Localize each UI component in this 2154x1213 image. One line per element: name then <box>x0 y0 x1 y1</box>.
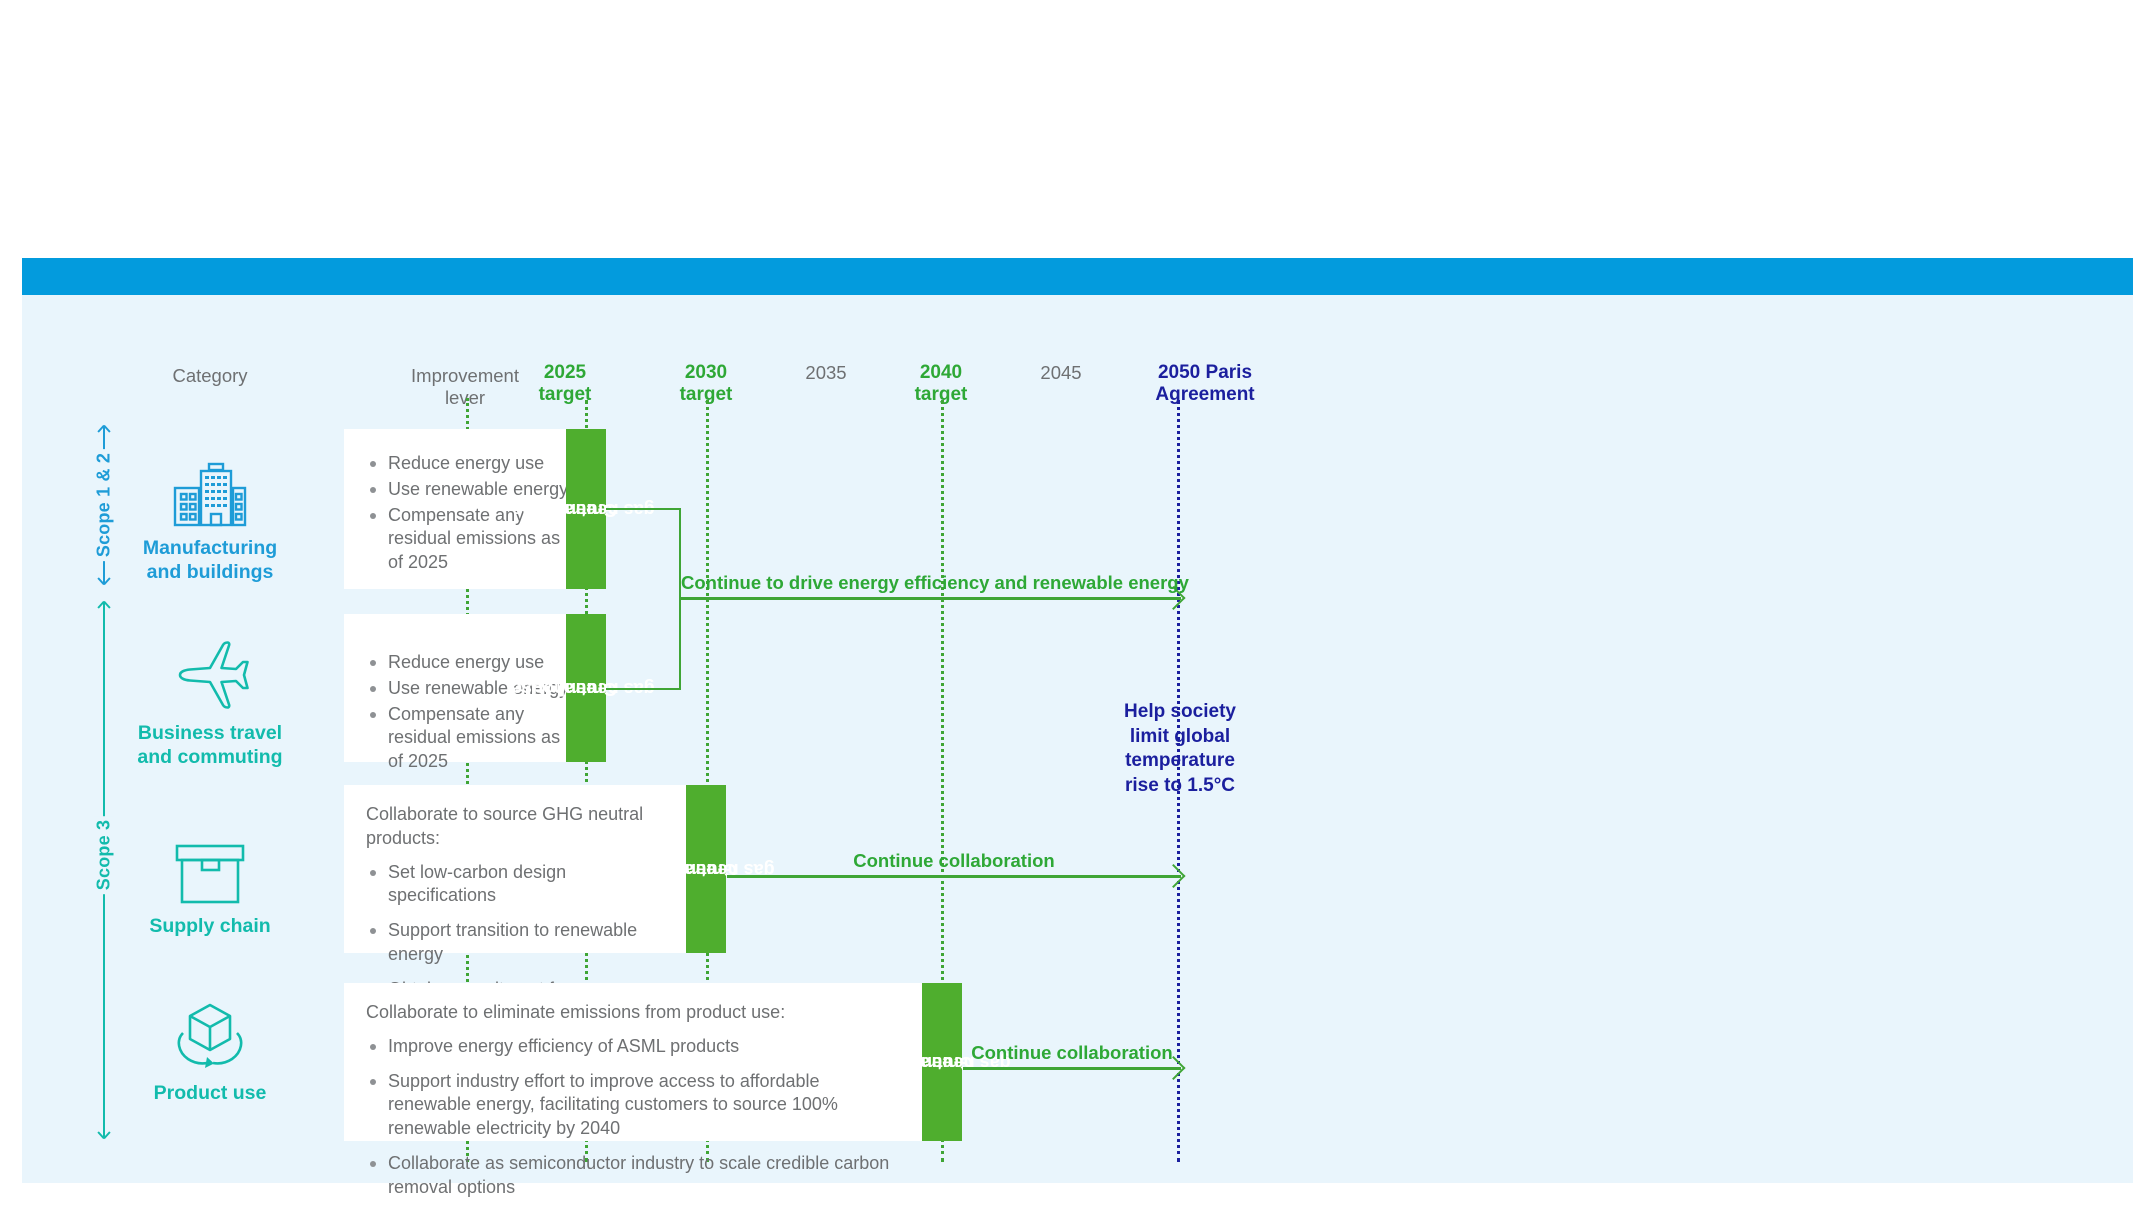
arrow-continue-collaboration-product-use <box>963 1067 1181 1070</box>
header-2040-year: 2040 <box>919 362 963 383</box>
header-year-2035: 2035 <box>805 362 847 383</box>
header-2040-sub: target <box>914 384 968 406</box>
header-milestone-2040: 2040 target <box>886 362 996 407</box>
category-product-use: Product use <box>105 985 315 1106</box>
box-icon <box>105 818 315 906</box>
header-milestone-2030: 2030 target <box>651 362 761 407</box>
bullet-item: Collaborate as semiconductor industry to… <box>366 1152 900 1200</box>
improvement-card-business-travel: Reduce energy use Use renewable energy C… <box>344 614 586 771</box>
header-2050-year: 2050 Paris <box>1157 362 1253 383</box>
cat1-line2: and commuting <box>137 745 283 768</box>
cat1-line1: Business travel <box>137 722 283 744</box>
header-improvement-lever-line1: Improvement <box>411 365 519 386</box>
header-2025-year: 2025 <box>543 362 587 383</box>
bullet-item: Support transition to renewable energy <box>366 919 660 967</box>
bullet-item: Compensate any residual emissions as of … <box>366 703 572 774</box>
category-supply-chain: Supply chain <box>105 818 315 939</box>
scope-arrow-up-icon <box>96 424 113 441</box>
category-label-supply-chain: Supply chain <box>105 915 315 939</box>
arrow-continue-collaboration-supply-chain <box>727 875 1181 878</box>
bullet-item: Support industry effort to improve acces… <box>366 1070 900 1141</box>
milestone-bar-product-use-2040: Greenhouse gas neutral <box>869 983 1011 1141</box>
bullet-list-product-use: Improve energy efficiency of ASML produc… <box>366 1035 900 1200</box>
airplane-icon <box>105 625 315 713</box>
guide-line-2040 <box>941 400 944 1162</box>
scope-rail-scope-1-2: Scope 1 & 2 <box>92 424 116 586</box>
header-2025-sub: target <box>538 384 592 406</box>
category-manufacturing-and-buildings: Manufacturing and buildings <box>105 440 315 585</box>
cat3-line1: Product use <box>153 1082 267 1104</box>
scope-rail-scope-3: Scope 3 <box>92 600 116 1140</box>
bullet-item: Reduce energy use <box>366 651 572 675</box>
cat2-line1: Supply chain <box>149 915 271 937</box>
improvement-card-manufacturing: Reduce energy use Use renewable energy C… <box>344 429 586 589</box>
arrow-label-continue-collaboration-supply-chain: Continue collaboration <box>853 850 1055 871</box>
category-label-business-travel: Business travel and commuting <box>105 722 315 770</box>
bullet-item: Improve energy efficiency of ASML produc… <box>366 1035 900 1059</box>
goal-line-3: temperature <box>1125 750 1235 772</box>
card-intro-product-use: Collaborate to eliminate emissions from … <box>366 1002 786 1022</box>
guide-line-2030 <box>706 400 709 1162</box>
header-2050-sub: Agreement <box>1155 384 1255 406</box>
bullet-item: Reduce energy use <box>366 452 572 476</box>
card-intro-supply-chain: Collaborate to source GHG neutral produc… <box>366 804 644 848</box>
bullet-list-manufacturing: Reduce energy use Use renewable energy C… <box>366 452 572 575</box>
goal-line-4: rise to 1.5°C <box>1124 775 1236 797</box>
arrow-label-continue-energy-efficiency: Continue to drive energy efficiency and … <box>681 572 1189 593</box>
header-milestone-2050: 2050 Paris Agreement <box>1115 362 1295 407</box>
category-label-manufacturing: Manufacturing and buildings <box>105 537 315 585</box>
bullet-item: Compensate any residual emissions as of … <box>366 504 572 575</box>
guide-line-2025 <box>585 400 588 1162</box>
arrow-continue-energy-efficiency <box>681 597 1181 600</box>
milestone-bar-business-travel-2025: Greenhouse gas neutral <box>513 614 655 762</box>
scope-arrow-down-icon <box>96 569 113 586</box>
milestone-bar-supply-chain-2030: Greenhouse gas neutral <box>633 785 775 953</box>
goal-line-2: limit global <box>1129 725 1231 747</box>
arrow-label-continue-collaboration-product-use: Continue collaboration <box>971 1042 1173 1063</box>
header-year-2045: 2045 <box>1040 362 1082 383</box>
scope3-arrow-up-icon <box>96 600 113 617</box>
goal-line-1: Help society <box>1124 701 1236 722</box>
header-2030-sub: target <box>679 384 733 406</box>
header-milestone-2025: 2025 target <box>510 362 620 407</box>
header-category: Category <box>172 365 248 386</box>
guide-line-improvement-lever <box>466 398 469 1162</box>
goal-statement: Help society limit global temperature ri… <box>1095 700 1265 799</box>
improvement-card-product-use: Collaborate to eliminate emissions from … <box>344 983 962 1197</box>
bullet-list-business-travel: Reduce energy use Use renewable energy C… <box>366 651 572 774</box>
bullet-item: Use renewable energy <box>366 478 572 502</box>
scope3-arrow-down-icon <box>96 1123 113 1140</box>
header-improvement-lever-line2: lever <box>444 386 486 408</box>
milestone-bar-manufacturing-2025: Greenhouse gas neutral <box>513 429 655 589</box>
category-label-product-use: Product use <box>105 1082 315 1106</box>
cat0-line1: Manufacturing <box>142 537 278 559</box>
top-blue-bar <box>22 258 2133 295</box>
office-building-icon <box>105 440 315 528</box>
bullet-item: Set low-carbon design specifications <box>366 861 660 909</box>
product-cycle-icon <box>105 985 315 1073</box>
header-2030-year: 2030 <box>684 362 728 383</box>
guide-line-2050 <box>1177 400 1180 1162</box>
bullet-item: Use renewable energy <box>366 677 572 701</box>
header-improvement-lever: Improvement lever <box>355 365 575 409</box>
bracket-connector-scope12 <box>606 508 681 690</box>
cat0-line2: and buildings <box>146 560 274 583</box>
category-business-travel-and-commuting: Business travel and commuting <box>105 625 315 770</box>
